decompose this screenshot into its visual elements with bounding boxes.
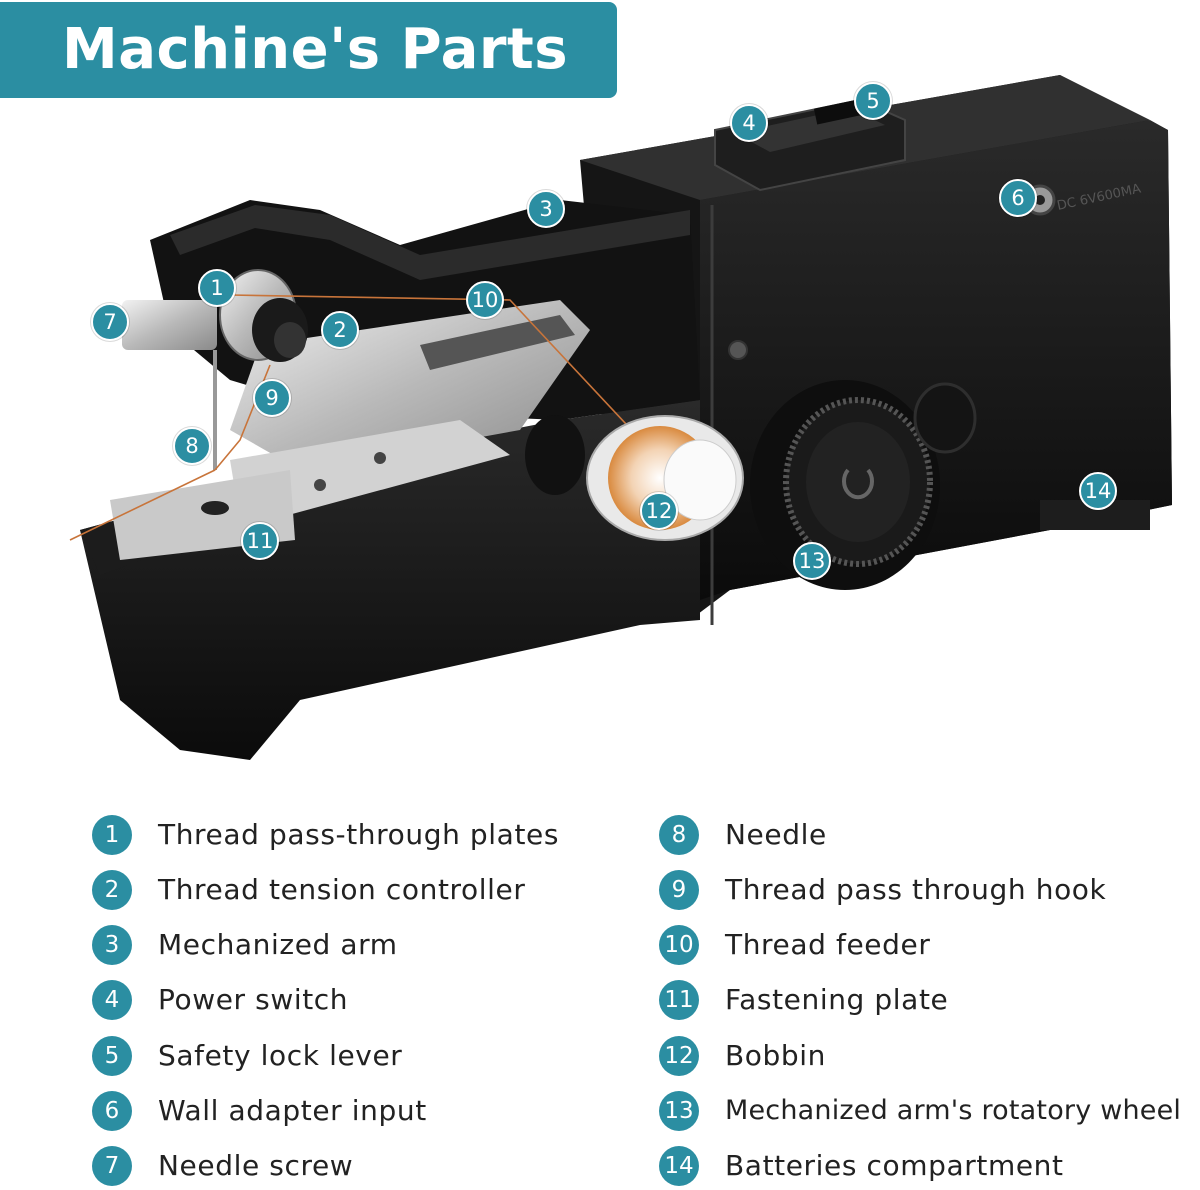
legend-label: Batteries compartment bbox=[725, 1149, 1064, 1182]
callout-3: 3 bbox=[527, 190, 565, 228]
page-title: Machine's Parts bbox=[62, 17, 569, 82]
legend-label: Wall adapter input bbox=[158, 1094, 427, 1127]
callout-6: 6 bbox=[999, 179, 1037, 217]
legend-label: Fastening plate bbox=[725, 983, 949, 1016]
bobbin bbox=[586, 415, 744, 541]
legend-number: 4 bbox=[92, 980, 132, 1020]
callout-13: 13 bbox=[793, 542, 831, 580]
legend-number: 12 bbox=[659, 1036, 699, 1076]
legend-label: Needle bbox=[725, 818, 827, 851]
legend-label: Thread pass-through plates bbox=[158, 818, 560, 851]
callout-8: 8 bbox=[173, 427, 211, 465]
legend-number: 10 bbox=[659, 925, 699, 965]
legend-number: 3 bbox=[92, 925, 132, 965]
legend-label: Thread tension controller bbox=[158, 873, 526, 906]
callout-2: 2 bbox=[321, 311, 359, 349]
callout-14: 14 bbox=[1079, 472, 1117, 510]
legend-number: 1 bbox=[92, 815, 132, 855]
legend-number: 5 bbox=[92, 1036, 132, 1076]
needle-clamp bbox=[122, 300, 217, 470]
callout-4: 4 bbox=[730, 104, 768, 142]
legend-number: 7 bbox=[92, 1146, 132, 1186]
legend-label: Thread pass through hook bbox=[725, 873, 1107, 906]
callout-7: 7 bbox=[91, 303, 129, 341]
callout-1: 1 bbox=[198, 269, 236, 307]
metal-cover bbox=[110, 300, 590, 560]
legend-number: 6 bbox=[92, 1091, 132, 1131]
callout-9: 9 bbox=[253, 379, 291, 417]
title-banner: Machine's Parts bbox=[0, 2, 617, 98]
legend-label: Bobbin bbox=[725, 1039, 827, 1072]
callout-12: 12 bbox=[640, 492, 678, 530]
legend-label: Safety lock lever bbox=[158, 1039, 403, 1072]
legend-label: Mechanized arm's rotatory wheel bbox=[725, 1095, 1182, 1126]
legend-number: 8 bbox=[659, 815, 699, 855]
callout-5: 5 bbox=[854, 82, 892, 120]
legend-label: Thread feeder bbox=[725, 928, 931, 961]
tension-dial bbox=[219, 269, 308, 362]
legend-label: Needle screw bbox=[158, 1149, 354, 1182]
legend-label: Mechanized arm bbox=[158, 928, 398, 961]
legend-number: 11 bbox=[659, 980, 699, 1020]
rotary-wheel bbox=[525, 380, 977, 590]
callout-10: 10 bbox=[466, 281, 504, 319]
legend-number: 9 bbox=[659, 870, 699, 910]
legend-number: 14 bbox=[659, 1146, 699, 1186]
sewing-machine-illustration: DC 6V600MA bbox=[69, 75, 1172, 760]
callout-11: 11 bbox=[241, 522, 279, 560]
legend-number: 2 bbox=[92, 870, 132, 910]
legend-number: 13 bbox=[659, 1091, 699, 1131]
legend-label: Power switch bbox=[158, 983, 349, 1016]
